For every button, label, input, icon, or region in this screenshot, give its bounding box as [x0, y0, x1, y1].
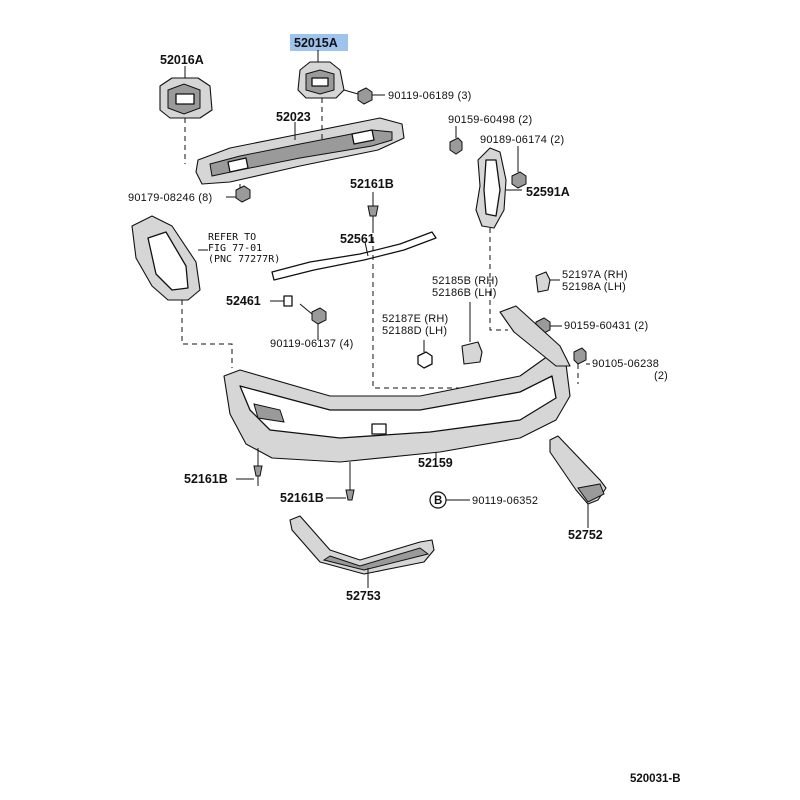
part-52023-drawing[interactable] [195, 117, 405, 185]
label-90159-60498[interactable]: 90159-60498 (2) [448, 114, 532, 126]
label-90159-60431[interactable]: 90159-60431 (2) [564, 320, 648, 332]
label-90119-06189[interactable]: 90119-06189 (3) [388, 90, 472, 102]
part-52752-drawing[interactable] [549, 435, 607, 528]
label-52016A[interactable]: 52016A [160, 53, 204, 67]
part-52753-drawing[interactable] [289, 515, 435, 588]
label-90119-06352[interactable]: 90119-06352 [472, 495, 538, 507]
part-52161B-mid-drawing[interactable] [345, 462, 355, 501]
part-52185B-drawing[interactable] [461, 302, 483, 365]
label-52561[interactable]: 52561 [340, 232, 375, 246]
part-90119-06352-drawing[interactable] [429, 491, 470, 509]
part-90119-06189-drawing[interactable] [343, 87, 385, 105]
refer-line-3: (PNC 77277R) [208, 254, 280, 265]
part-90119-06137-drawing[interactable] [299, 303, 327, 336]
label-90189-06174[interactable]: 90189-06174 (2) [480, 134, 564, 146]
part-52561-drawing[interactable] [271, 231, 437, 281]
label-52015A[interactable]: 52015A [294, 36, 338, 50]
label-52197A[interactable]: 52197A (RH) [562, 269, 628, 281]
label-52186B[interactable]: 52186B (LH) [432, 287, 497, 299]
label-52198A[interactable]: 52198A (LH) [562, 281, 626, 293]
part-52159-drawing[interactable] [223, 305, 571, 464]
leader-dashed-6 [489, 228, 508, 331]
diagram-code: 520031-B [630, 773, 681, 785]
part-90189-06174-drawing[interactable] [511, 146, 527, 189]
label-52753[interactable]: 52753 [346, 589, 381, 603]
refer-line-1: REFER TO [208, 232, 256, 243]
label-90179-08246[interactable]: 90179-08246 (8) [128, 192, 212, 204]
part-52161B-left-drawing[interactable] [253, 448, 263, 486]
part-52591A-drawing[interactable] [475, 147, 522, 229]
highlight-box [290, 34, 348, 51]
label-52161B-mid[interactable]: 52161B [280, 491, 324, 505]
label-52159[interactable]: 52159 [418, 456, 453, 470]
part-90105-06238-drawing[interactable] [573, 347, 590, 365]
refer-line-2: FIG 77-01 [208, 243, 262, 254]
part-52197A-drawing[interactable] [535, 271, 560, 293]
part-52187E-drawing[interactable] [417, 340, 433, 369]
label-52185B[interactable]: 52185B (RH) [432, 275, 498, 287]
label-52591A[interactable]: 52591A [526, 185, 570, 199]
part-90179-08246-drawing[interactable] [226, 185, 251, 203]
label-52461[interactable]: 52461 [226, 294, 261, 308]
label-52161B-left[interactable]: 52161B [184, 472, 228, 486]
part-52016A-drawing[interactable] [159, 66, 213, 119]
part-52461-drawing[interactable] [270, 295, 293, 307]
label-90119-06137[interactable]: 90119-06137 (4) [270, 338, 354, 350]
label-52023[interactable]: 52023 [276, 110, 311, 124]
label-52188D[interactable]: 52188D (LH) [382, 325, 447, 337]
callout-letter-B: B [434, 495, 442, 507]
label-52187E[interactable]: 52187E (RH) [382, 313, 448, 325]
part-90159-60498-drawing[interactable] [449, 126, 463, 155]
splash-shield-drawing[interactable] [131, 215, 208, 301]
part-52161B-top-drawing[interactable] [367, 192, 379, 228]
label-52752[interactable]: 52752 [568, 528, 603, 542]
leader-dashed-4 [181, 300, 233, 368]
label-52161B-top[interactable]: 52161B [350, 177, 394, 191]
part-52015A-drawing[interactable] [297, 50, 345, 99]
label-90105-06238-qty: (2) [654, 370, 668, 382]
label-90105-06238[interactable]: 90105-06238 [592, 358, 659, 370]
